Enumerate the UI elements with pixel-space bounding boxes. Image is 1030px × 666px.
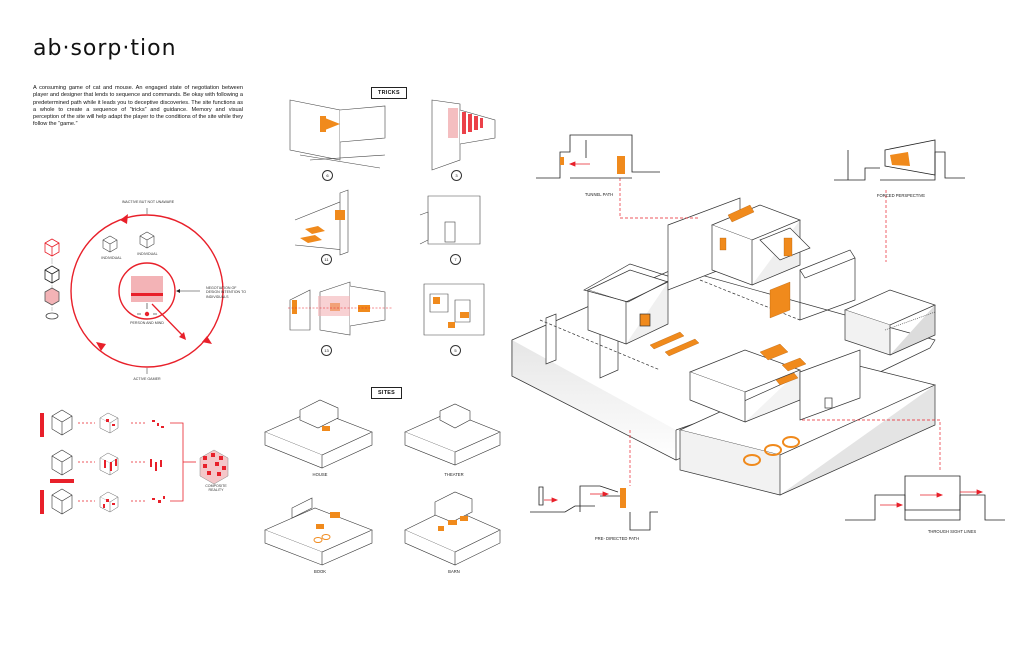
section-sightlines-label: THROUGH SIGHT LINES: [927, 529, 977, 534]
site-caption-theater: THEATER: [444, 472, 464, 477]
cycle-inner-right-label: INDIVIDUAL: [137, 252, 158, 256]
cycle-top-label: INACTIVE BUT NOT UNAWARE: [121, 200, 175, 204]
cycle-right-label: NEGOTIATION OF DESIGN INTENTION TO INDIV…: [206, 286, 247, 299]
sites-label: SITES: [371, 387, 403, 399]
section-tunnel-label: TUNNEL PATH: [584, 192, 614, 197]
site-caption-book: BOOK: [313, 569, 327, 574]
cycle-center-label: PERSON AND MIND: [130, 321, 164, 325]
cycle-bottom-label: ACTIVE GAMER: [133, 377, 161, 381]
trick-number-13: 13: [321, 345, 332, 356]
trick-number-5: 5: [450, 345, 461, 356]
trick-number-7: 7: [450, 254, 461, 265]
section-predirected-label: PRE- DIRECTED PATH: [594, 536, 640, 541]
site-caption-barn: BARN: [448, 569, 460, 574]
trick-number-11: 11: [321, 254, 332, 265]
composite-label: COMPOSITE REALITY: [205, 484, 227, 493]
trick-number-6: 6: [322, 170, 333, 181]
cycle-inner-left-label: INDIVIDUAL: [101, 256, 122, 260]
page-title: ab·sorp·tion: [33, 36, 177, 61]
intro-paragraph: A consuming game of cat and mouse. An en…: [33, 85, 243, 128]
trick-number-3: 3: [451, 170, 462, 181]
site-caption-house: HOUSE: [312, 472, 328, 477]
section-forced-label: FORCED PERSPECTIVE: [876, 193, 926, 198]
tricks-label: TRICKS: [371, 87, 407, 99]
